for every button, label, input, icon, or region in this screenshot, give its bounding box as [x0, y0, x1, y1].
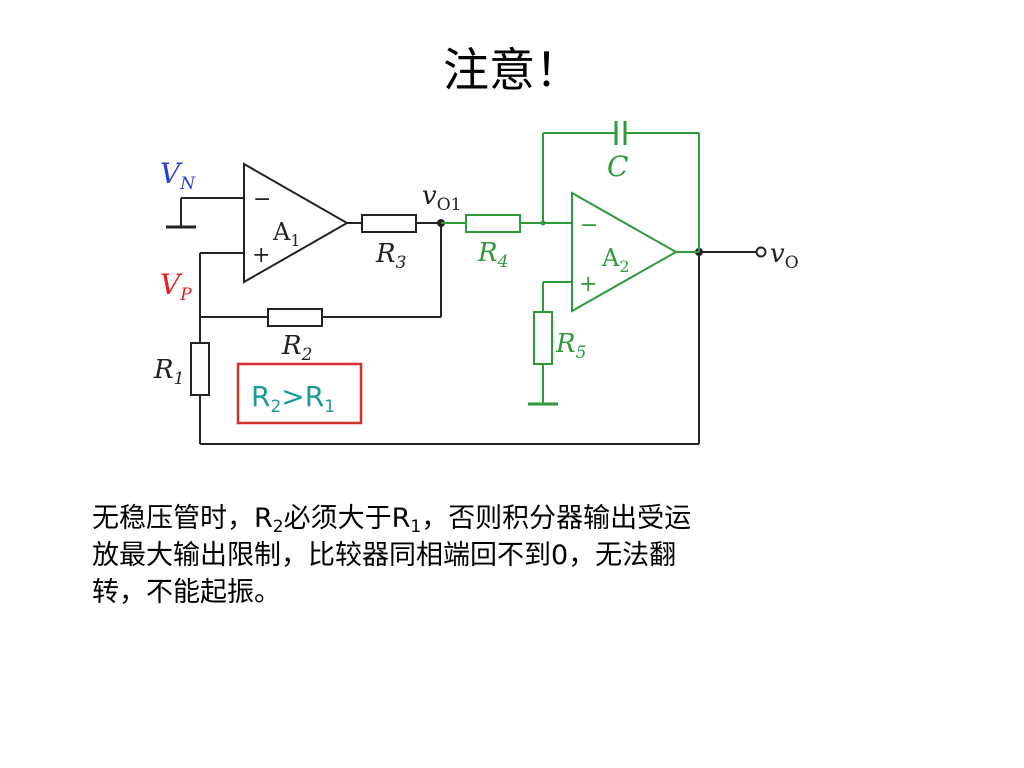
- vo-terminal: [755, 246, 767, 258]
- a2-minus-sign: −: [580, 213, 598, 238]
- label-r2: R2: [281, 331, 312, 365]
- label-vo1: vO1: [422, 181, 461, 215]
- label-r5: R5: [555, 329, 586, 363]
- label-vn: VN: [160, 157, 196, 194]
- resistor-r1-body: [190, 342, 210, 396]
- label-a2: A2: [601, 244, 630, 276]
- resistor-r4-body: [465, 214, 521, 233]
- opamp-a1-body: [243, 162, 350, 284]
- slide-title: 注意！: [443, 43, 581, 97]
- a2-plus-sign: +: [579, 272, 597, 297]
- explanation-text: 无稳压管时，R2必须大于R1，否则积分器输出受运 放最大输出限制，比较器同相端回…: [92, 503, 692, 608]
- label-r3: R3: [375, 239, 406, 273]
- resistor-r2-body: [267, 308, 323, 327]
- opamp-a2-body: [571, 191, 679, 313]
- label-r4: R4: [477, 238, 508, 272]
- label-capacitor: C: [607, 150, 628, 183]
- resistor-r3-body: [361, 214, 417, 233]
- label-vo: vO: [770, 239, 799, 273]
- junction-cap: [540, 220, 546, 226]
- condition-box: [236, 362, 363, 425]
- a1-minus-sign: −: [253, 187, 271, 212]
- resistor-r5-body: [533, 311, 553, 365]
- circuit-diagram: VN VP A1 − + R3 vO1 R2 R1 R4 C: [153, 121, 799, 445]
- label-r1: R1: [153, 355, 184, 389]
- condition-text: R2>R1: [251, 380, 335, 417]
- label-vp: VP: [160, 268, 192, 305]
- a1-plus-sign: +: [252, 243, 270, 268]
- label-a1: A1: [272, 218, 301, 250]
